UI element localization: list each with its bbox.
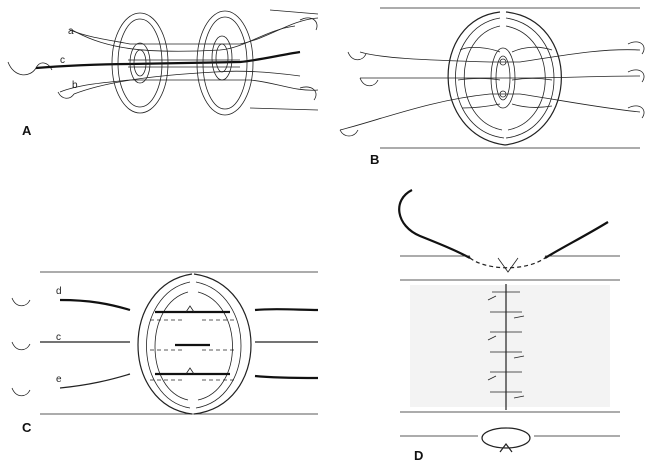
panel-d-drawing (399, 190, 620, 452)
panel-label-a: A (22, 123, 31, 138)
strand-label-a: a (68, 26, 74, 37)
strand-label-c: c (60, 55, 65, 66)
panel-label-b: B (370, 152, 379, 167)
strand-label-b: b (72, 80, 78, 91)
strand-label-d: d (56, 286, 62, 297)
panel-label-c: C (22, 420, 31, 435)
panel-label-d: D (414, 448, 423, 463)
strand-label-e: e (56, 374, 62, 385)
panel-a-drawing (8, 10, 318, 115)
strand-label-c2: c (56, 332, 61, 343)
panel-b-drawing (340, 8, 644, 148)
